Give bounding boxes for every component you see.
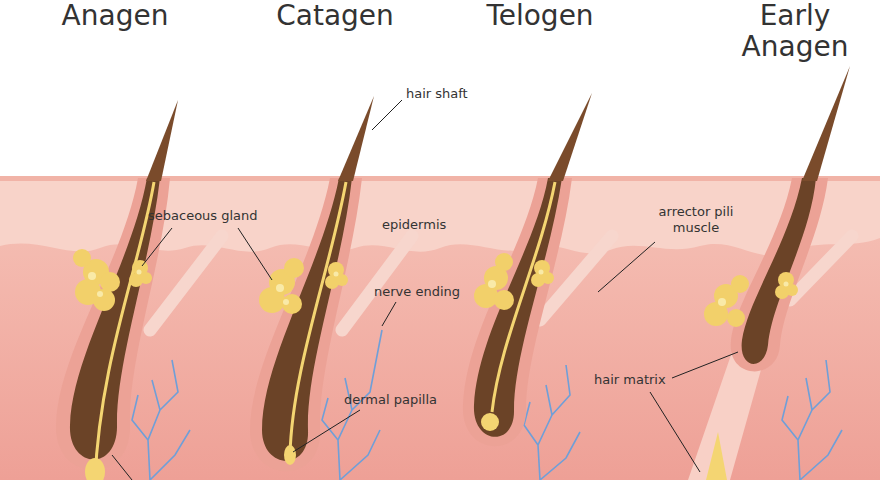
root-sheath: [250, 178, 362, 471]
part-label: nerve ending: [374, 284, 460, 300]
arrector-pili: [150, 236, 222, 330]
hair-shaft: [548, 93, 592, 181]
arrector-pili: [342, 236, 412, 330]
new-papilla: [706, 432, 727, 480]
leader-line: [142, 228, 172, 266]
nerve: [132, 360, 190, 480]
dermal-papilla: [284, 445, 296, 465]
stage-name: Anagen: [30, 0, 200, 31]
leader-line: [672, 352, 738, 378]
nerve: [782, 360, 842, 480]
sebaceous-glands: [73, 249, 798, 327]
leader-line: [238, 228, 272, 280]
part-label: sebaceous gland: [148, 208, 258, 224]
part-label: arrector pili muscle: [640, 204, 752, 235]
leader-line: [293, 410, 360, 452]
gland: [73, 249, 798, 327]
hair-core: [290, 182, 346, 455]
hair-shaft: [802, 66, 850, 181]
hair-core: [95, 182, 154, 480]
hair-shaft: [338, 96, 374, 181]
part-label: hair shaft: [406, 86, 468, 102]
dermis: [0, 176, 880, 480]
stage-name: Catagen: [250, 0, 420, 31]
follicle: [262, 178, 352, 461]
leader-line: [382, 302, 396, 326]
part-label: epidermis: [382, 217, 446, 233]
part-label: dermal papilla: [344, 392, 437, 408]
leader-line: [372, 100, 402, 130]
stage-name: Telogen: [460, 0, 620, 31]
leader-line: [650, 392, 700, 472]
follicle: [742, 178, 816, 364]
hair-shaft: [146, 100, 178, 181]
stage-name: Early Anagen: [720, 0, 870, 63]
gland-highlight: [88, 270, 789, 307]
leader-line: [598, 242, 655, 292]
part-label: hair matrix: [594, 372, 666, 388]
dermal-papilla: [85, 458, 105, 480]
follicle: [474, 178, 562, 437]
root-sheath: [731, 178, 828, 371]
root-sheath: [463, 178, 572, 446]
skin-surface: [0, 176, 880, 181]
nerve: [524, 365, 580, 480]
leader-line: [112, 455, 132, 480]
hair-core: [492, 182, 555, 412]
dermal-papilla: [481, 413, 499, 431]
leader-lines: [112, 100, 738, 480]
